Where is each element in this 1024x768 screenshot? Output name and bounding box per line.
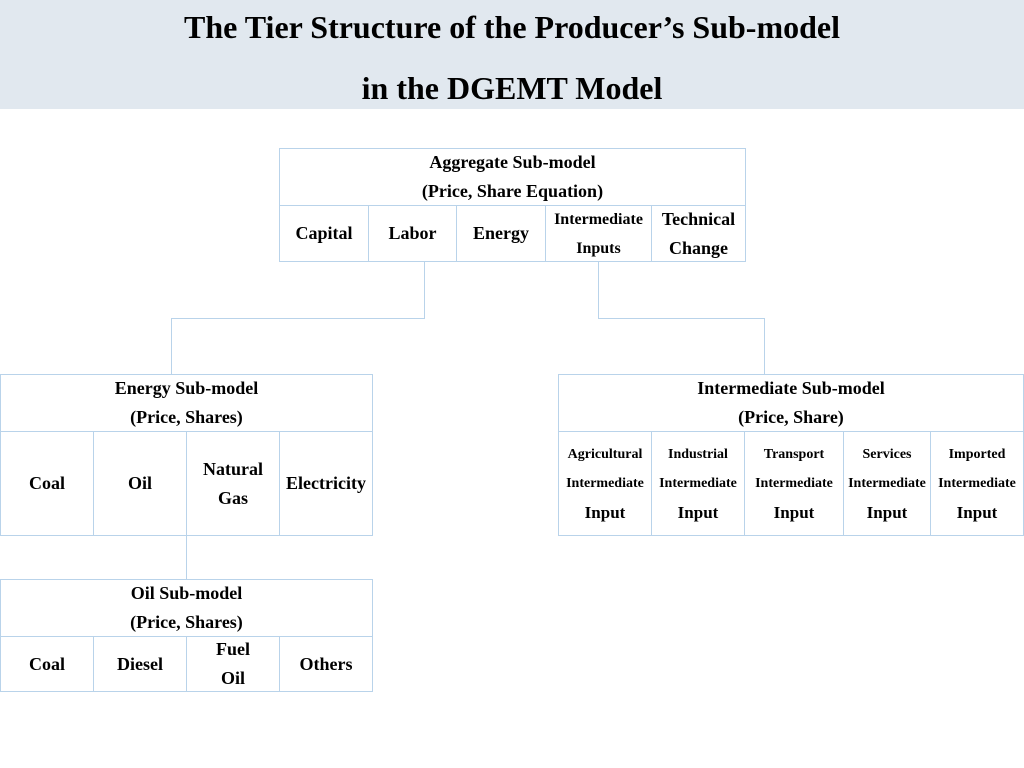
oil-row: Coal Diesel Fuel Oil Others (1, 637, 372, 691)
aggregate-submodel-box: Aggregate Sub-model (Price, Share Equati… (279, 148, 746, 262)
cell-label: Change (668, 237, 728, 258)
oil-header-title: Oil Sub-model (130, 583, 243, 603)
cell-label: Capital (295, 223, 353, 243)
cell-label: Input (584, 503, 626, 522)
cell-label: Input (677, 503, 719, 522)
aggregate-header-title: Aggregate Sub-model (429, 152, 596, 172)
cell-label: Energy (473, 223, 529, 243)
page-title-line1: The Tier Structure of the Producer’s Sub… (184, 9, 840, 45)
aggregate-cell-intermediate-inputs: Intermediate Inputs (546, 206, 652, 261)
intermediate-cell-agricultural: Agricultural Intermediate Input (559, 432, 652, 535)
cell-label: Input (773, 503, 815, 522)
connector-energy (171, 261, 425, 375)
aggregate-row: Capital Labor Energy Intermediate Inputs… (280, 206, 745, 261)
cell-label: Intermediate (659, 476, 737, 491)
energy-header-title: Energy Sub-model (114, 378, 259, 398)
cell-label: Coal (29, 473, 65, 493)
cell-label: Imported (948, 447, 1006, 462)
oil-cell-fuel-oil: Fuel Oil (187, 637, 280, 691)
cell-label: Input (866, 503, 908, 522)
intermediate-header: Intermediate Sub-model (Price, Share) (559, 375, 1023, 432)
cell-label: Oil (127, 473, 152, 493)
cell-label: Intermediate (848, 476, 926, 491)
title-band (0, 0, 1024, 109)
cell-label: Natural (203, 458, 263, 479)
connector-intermediate (598, 261, 765, 375)
cell-label: Intermediate (755, 476, 833, 491)
intermediate-cell-services: Services Intermediate Input (844, 432, 931, 535)
aggregate-cell-technical-change: Technical Change (652, 206, 745, 261)
cell-label: Labor (388, 223, 437, 243)
intermediate-cell-imported: Imported Intermediate Input (931, 432, 1023, 535)
cell-label: Coal (29, 653, 65, 674)
cell-label: Intermediate (938, 476, 1016, 491)
energy-cell-oil: Oil (94, 432, 187, 535)
intermediate-header-title: Intermediate Sub-model (697, 378, 885, 398)
cell-label: Electricity (286, 473, 366, 493)
intermediate-row: Agricultural Intermediate Input Industri… (559, 432, 1023, 535)
energy-row: Coal Oil Natural Gas Electricity (1, 432, 372, 535)
cell-label: Others (299, 653, 353, 674)
oil-cell-diesel: Diesel (94, 637, 187, 691)
oil-cell-others: Others (280, 637, 372, 691)
energy-cell-coal: Coal (1, 432, 94, 535)
cell-label: Diesel (117, 653, 163, 674)
energy-cell-natural-gas: Natural Gas (187, 432, 280, 535)
cell-label: Services (862, 447, 912, 462)
energy-header: Energy Sub-model (Price, Shares) (1, 375, 372, 432)
aggregate-cell-labor: Labor (369, 206, 457, 261)
cell-label: Industrial (668, 447, 728, 462)
cell-label: Intermediate (554, 210, 643, 228)
aggregate-cell-capital: Capital (280, 206, 369, 261)
oil-submodel-box: Oil Sub-model (Price, Shares) Coal Diese… (0, 579, 373, 692)
intermediate-cell-industrial: Industrial Intermediate Input (652, 432, 745, 535)
energy-submodel-box: Energy Sub-model (Price, Shares) Coal Oi… (0, 374, 373, 536)
cell-label: Intermediate (566, 476, 644, 491)
cell-label: Technical (661, 208, 736, 229)
cell-label: Oil (220, 668, 245, 688)
page-title-line2: in the DGEMT Model (361, 70, 663, 106)
aggregate-header: Aggregate Sub-model (Price, Share Equati… (280, 149, 745, 206)
oil-header: Oil Sub-model (Price, Shares) (1, 580, 372, 637)
cell-label: Agricultural (567, 447, 643, 462)
oil-header-subtitle: (Price, Shares) (130, 612, 243, 632)
cell-label: Fuel (216, 639, 250, 659)
intermediate-cell-transport: Transport Intermediate Input (745, 432, 844, 535)
intermediate-submodel-box: Intermediate Sub-model (Price, Share) Ag… (558, 374, 1024, 536)
cell-label: Gas (217, 487, 248, 508)
energy-header-subtitle: (Price, Shares) (130, 407, 243, 427)
energy-cell-electricity: Electricity (280, 432, 372, 535)
aggregate-cell-energy: Energy (457, 206, 546, 261)
cell-label: Transport (763, 447, 825, 462)
cell-label: Inputs (576, 239, 621, 257)
cell-label: Input (956, 503, 998, 522)
aggregate-header-subtitle: (Price, Share Equation) (421, 181, 604, 201)
intermediate-header-subtitle: (Price, Share) (738, 407, 844, 427)
oil-cell-coal: Coal (1, 637, 94, 691)
